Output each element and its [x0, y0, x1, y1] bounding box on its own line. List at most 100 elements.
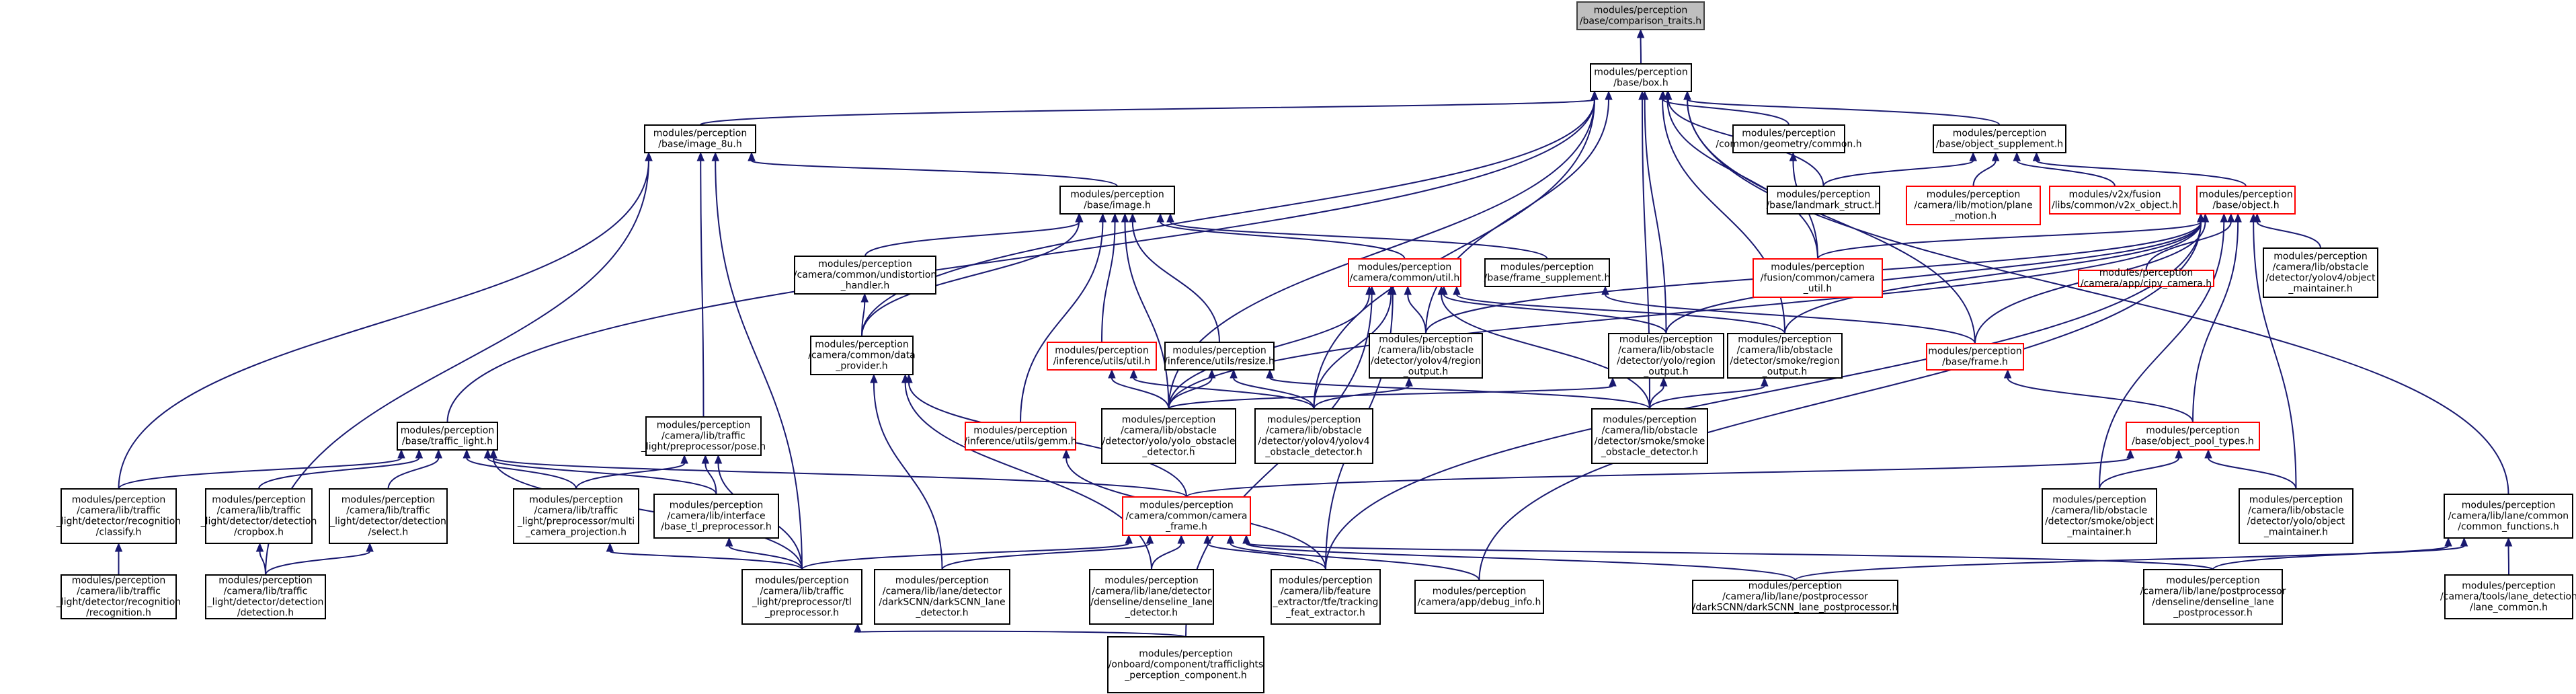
- file-node[interactable]: modules/perception/camera/lib/obstacle/d…: [2042, 488, 2157, 544]
- file-node[interactable]: modules/perception/camera/lib/traffic_li…: [513, 488, 639, 544]
- file-node[interactable]: modules/perception/camera/lib/traffic_li…: [200, 488, 317, 544]
- file-node-label: modules/perception: [218, 576, 312, 586]
- file-node[interactable]: modules/perception/common/geometry/commo…: [1716, 124, 1862, 153]
- file-node-label: _perception_component.h: [1124, 670, 1247, 681]
- file-node-label: /inference/utils/util.h: [1053, 356, 1151, 367]
- dependency-edge: [748, 151, 1118, 187]
- dependency-edge: [870, 373, 943, 570]
- dependency-edge: [1683, 90, 2001, 126]
- file-node[interactable]: modules/perception/camera/lib/lane/detec…: [874, 569, 1010, 625]
- file-node-label: modules/perception: [1594, 67, 1687, 78]
- file-node-label: /base/image_8u.h: [658, 139, 742, 150]
- file-node[interactable]: modules/perception/base/object_pool_type…: [2126, 422, 2260, 451]
- file-node[interactable]: modules/perception/camera/lib/traffic_li…: [205, 574, 326, 619]
- file-node[interactable]: modules/perception/camera/lib/obstacle/d…: [1254, 408, 1373, 464]
- file-node[interactable]: modules/perception/inference/utils/util.…: [1047, 342, 1157, 371]
- dependency-edge: [118, 449, 405, 490]
- file-node[interactable]: modules/perception/base/image_8u.h: [644, 124, 756, 153]
- dependency-edge: [2204, 449, 2297, 490]
- file-node[interactable]: modules/perception/fusion/common/camera_…: [1753, 258, 1883, 298]
- file-node[interactable]: modules/perception/onboard/component/tra…: [1107, 636, 1264, 693]
- file-node-label: _light/detector/detection: [329, 516, 446, 527]
- file-node[interactable]: modules/perception/inference/utils/gemm.…: [964, 422, 1077, 451]
- file-node[interactable]: modules/v2x/fusion/libs/common/v2x_objec…: [2049, 186, 2181, 215]
- file-node-label: /camera/lib/lane/postprocessor: [2140, 586, 2286, 597]
- file-node[interactable]: modules/perception/camera/common/data_pr…: [808, 336, 916, 375]
- file-node[interactable]: modules/perception/camera/lib/obstacle/d…: [1101, 408, 1236, 464]
- file-node-label: modules/perception: [1603, 415, 1696, 426]
- file-node-label: modules/perception: [1172, 346, 1266, 356]
- dependency-edge: [1649, 377, 1668, 410]
- file-node-label: /inference/utils/gemm.h: [964, 436, 1076, 447]
- dependency-edge: [701, 454, 717, 495]
- file-node-label: modules/perception: [1139, 649, 1232, 660]
- dependency-edge: [606, 542, 803, 570]
- file-node[interactable]: modules/perception/camera/lib/traffic_li…: [329, 488, 448, 544]
- file-node[interactable]: modules/perception/camera/lib/lane/postp…: [2140, 569, 2286, 625]
- file-node[interactable]: modules/perception/base/box.h: [1590, 63, 1692, 92]
- dependency-edge: [2099, 449, 2183, 490]
- dependency-edge: [1226, 534, 1480, 581]
- root-file-node[interactable]: modules/perception/base/comparison_trait…: [1576, 1, 1705, 30]
- file-node[interactable]: modules/perception/base/frame_supplement…: [1484, 258, 1611, 287]
- file-node[interactable]: modules/perception/camera/lib/interface/…: [653, 494, 779, 539]
- file-node[interactable]: modules/perception/camera/lib/lane/commo…: [2444, 494, 2573, 539]
- file-node[interactable]: modules/perception/base/image.h: [1059, 186, 1175, 215]
- dependency-edge: [1972, 151, 2000, 187]
- file-node-label: modules/perception: [1742, 128, 1835, 139]
- file-node[interactable]: modules/perception/camera/tools/lane_det…: [2440, 574, 2576, 619]
- file-node[interactable]: modules/perception/base/traffic_light.h: [397, 422, 498, 451]
- file-node[interactable]: modules/perception/camera/lib/lane/detec…: [1089, 569, 1214, 625]
- file-node-label: /base/traffic_light.h: [402, 436, 493, 447]
- file-node[interactable]: modules/perception/camera/common/camera_…: [1122, 496, 1251, 536]
- file-node[interactable]: modules/perception/base/object_supplemen…: [1933, 124, 2066, 153]
- file-node-label: /base/frame_supplement.h: [1484, 273, 1611, 284]
- file-node[interactable]: modules/perception/inference/utils/resiz…: [1164, 342, 1275, 371]
- file-node[interactable]: modules/perception/camera/lib/obstacle/d…: [1608, 333, 1724, 379]
- file-node[interactable]: modules/perception/camera/lib/traffic_li…: [741, 569, 862, 625]
- file-node[interactable]: modules/perception/camera/app/cipv_camer…: [2078, 268, 2214, 289]
- file-node-label: /denseline/denseline_lane: [1090, 597, 1212, 608]
- dependency-edge: [2192, 213, 2242, 423]
- file-node[interactable]: modules/perception/camera/lib/obstacle/d…: [1369, 333, 1483, 379]
- file-node-label: /camera/lib/traffic: [77, 506, 161, 516]
- file-node-label: _detector.h: [915, 608, 968, 619]
- file-node[interactable]: modules/perception/camera/common/undisto…: [794, 256, 936, 295]
- file-node-label: /detector/yolov4/region: [1371, 356, 1481, 367]
- file-node[interactable]: modules/perception/camera/lib/obstacle/d…: [2239, 488, 2353, 544]
- file-node[interactable]: modules/perception/base/frame.h: [1926, 343, 2024, 371]
- file-node[interactable]: modules/perception/camera/lib/traffic_li…: [641, 416, 766, 456]
- dependency-edge: [1203, 534, 1326, 570]
- file-node-label: /detector/yolo/yolo_obstacle: [1102, 436, 1236, 447]
- file-node-label: _maintainer.h: [2066, 527, 2131, 538]
- file-node-label: modules/perception: [212, 495, 305, 506]
- file-node-label: modules/perception: [1927, 190, 2020, 200]
- file-node[interactable]: modules/perception/camera/lib/obstacle/d…: [1591, 408, 1708, 464]
- dependency-edge: [1168, 213, 2205, 410]
- file-node-label: _detector.h: [1141, 447, 1195, 458]
- file-node[interactable]: modules/perception/camera/lib/traffic_li…: [56, 574, 181, 619]
- file-node[interactable]: modules/perception/base/landmark_struct.…: [1766, 186, 1881, 215]
- file-node[interactable]: modules/perception/base/object.h: [2196, 186, 2296, 215]
- dependency-edge: [2013, 151, 2116, 187]
- file-node[interactable]: modules/perception/camera/lib/motion/pla…: [1906, 186, 2041, 225]
- dependency-edge: [2145, 213, 2235, 271]
- file-node-label: /camera/tools/lane_detection: [2440, 592, 2576, 603]
- file-node-label: modules/perception: [1777, 190, 1870, 200]
- file-node-label: /common/geometry/common.h: [1716, 139, 1861, 150]
- file-node[interactable]: modules/perception/camera/lib/obstacle/d…: [2263, 247, 2378, 298]
- dependency-edge: [1453, 285, 1785, 334]
- file-node-label: /base/frame.h: [1942, 357, 2008, 368]
- file-node[interactable]: modules/perception/camera/app/debug_info…: [1414, 580, 1544, 614]
- file-node-label: _frame.h: [1165, 522, 1207, 533]
- file-node-label: /camera/common/util.h: [1350, 273, 1459, 284]
- file-node-label: /base_tl_preprocessor.h: [661, 522, 772, 533]
- file-node-label: _obstacle_detector.h: [1601, 447, 1698, 458]
- file-node[interactable]: modules/perception/camera/lib/obstacle/d…: [1727, 333, 1843, 379]
- dependency-edge: [258, 449, 424, 490]
- file-node-label: /camera/lib/lane/detector: [883, 586, 1002, 597]
- file-node[interactable]: modules/perception/camera/common/util.h: [1348, 258, 1461, 287]
- file-node[interactable]: modules/perception/camera/lib/feature_ex…: [1271, 569, 1381, 625]
- file-node[interactable]: modules/perception/camera/lib/lane/postp…: [1692, 580, 1898, 614]
- file-node[interactable]: modules/perception/camera/lib/traffic_li…: [56, 488, 181, 544]
